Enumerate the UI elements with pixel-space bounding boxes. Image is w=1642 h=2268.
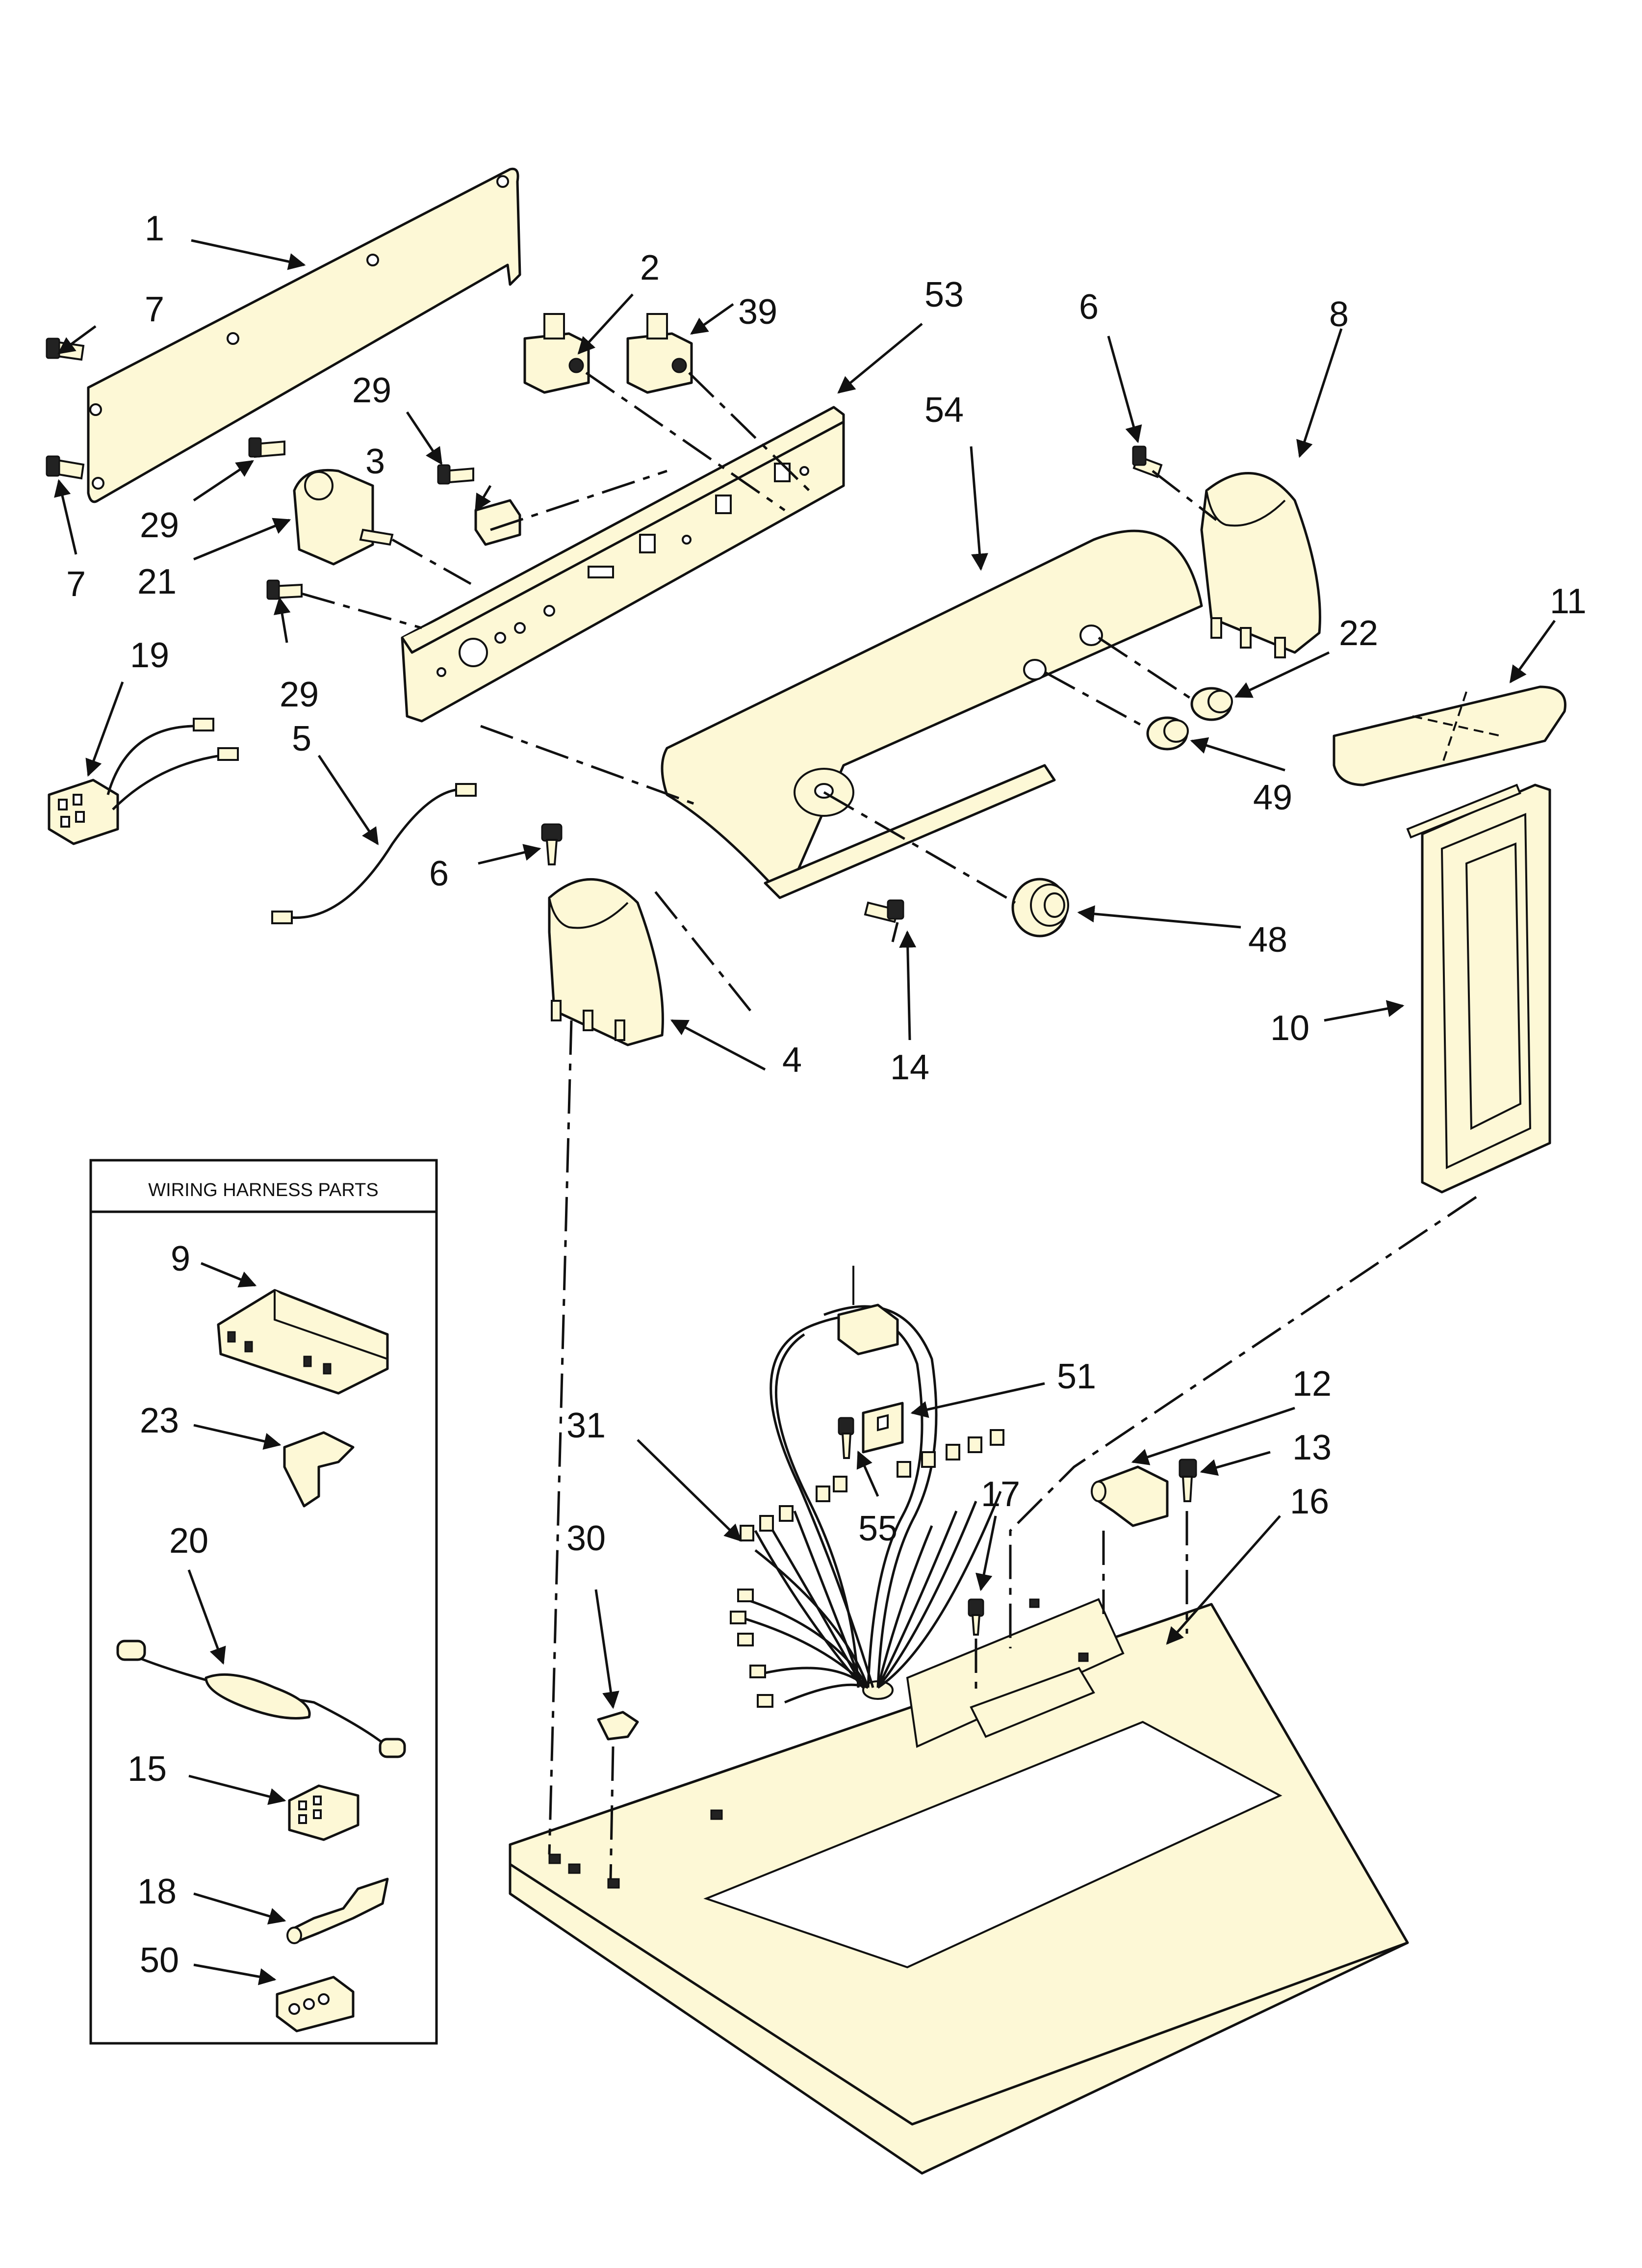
main-harness-part-31 [730, 1266, 1004, 1708]
callout-16: 16 [1290, 1482, 1329, 1521]
screw-part-6-right [1132, 445, 1163, 478]
callout-14: 14 [890, 1048, 929, 1087]
callout-53: 53 [924, 275, 964, 314]
lint-housing-part-10 [1406, 783, 1551, 1194]
clip-part-30 [597, 1711, 639, 1741]
fuse-wire-part-20 [116, 1640, 406, 1758]
callout-29-b: 29 [140, 506, 179, 545]
callout-12: 12 [1292, 1364, 1332, 1404]
lint-cover-part-11 [1333, 685, 1566, 786]
callout-labels: 1 2 39 53 6 8 7 29 54 3 29 7 21 11 19 22… [66, 209, 1587, 1558]
callout-3: 3 [365, 442, 385, 481]
screw-part-29-b [437, 464, 474, 485]
screw-part-13 [1179, 1459, 1197, 1502]
callout-4: 4 [782, 1041, 802, 1080]
callout-22: 22 [1339, 614, 1378, 653]
plug-part-50 [276, 1976, 355, 2033]
end-cap-part-8 [1200, 471, 1321, 658]
callout-23: 23 [140, 1401, 179, 1440]
screw-part-14 [864, 899, 904, 923]
callout-6-right: 6 [1079, 287, 1099, 327]
callout-1: 1 [145, 209, 164, 248]
end-cap-part-4 [548, 878, 664, 1046]
screw-part-55 [838, 1417, 854, 1459]
callout-9: 9 [171, 1239, 190, 1278]
callout-2: 2 [640, 248, 660, 287]
callout-48: 48 [1248, 920, 1287, 960]
callout-11: 11 [1550, 582, 1587, 621]
callout-leaders [54, 239, 1556, 1709]
callout-49: 49 [1253, 778, 1292, 817]
terminal-part-18 [286, 1877, 389, 1944]
callout-6-left: 6 [429, 854, 449, 893]
callout-21: 21 [137, 562, 177, 601]
callout-29-c: 29 [280, 675, 319, 714]
wire-part-5 [271, 783, 477, 924]
rear-panel-part-1 [87, 167, 521, 503]
screw-part-17 [968, 1598, 984, 1636]
callout-50: 50 [140, 1941, 179, 1980]
screw-part-29-a [248, 437, 285, 458]
knob-part-22 [1190, 687, 1233, 721]
terminal-block-part-15 [288, 1784, 359, 1841]
wiring-harness-inset: WIRING HARNESS PARTS 9 23 20 [89, 1159, 438, 2045]
callout-18: 18 [137, 1872, 177, 1911]
callout-5: 5 [292, 719, 311, 758]
callout-30: 30 [566, 1519, 606, 1558]
switch-part-2 [523, 313, 590, 394]
callout-15: 15 [128, 1749, 167, 1789]
clip-part-12 [1091, 1465, 1169, 1527]
timer-part-21 [293, 469, 394, 566]
callout-17: 17 [981, 1475, 1020, 1514]
connector-block-part-9 [217, 1289, 389, 1395]
callout-8: 8 [1329, 295, 1349, 334]
callout-13: 13 [1292, 1428, 1332, 1467]
screw-part-7-lower [46, 455, 85, 480]
callout-51: 51 [1057, 1357, 1096, 1396]
console-part-54 [661, 529, 1203, 899]
knob-part-49 [1146, 716, 1189, 751]
assembly-lines [301, 371, 1477, 1879]
knob-part-48 [1011, 878, 1069, 938]
callout-54: 54 [924, 391, 964, 430]
callout-20: 20 [169, 1521, 208, 1561]
bracket-part-51 [862, 1402, 904, 1454]
inset-title: WIRING HARNESS PARTS [148, 1180, 378, 1200]
control-bracket-part-53 [401, 406, 845, 723]
callout-39: 39 [738, 292, 777, 332]
screw-part-29-c [266, 579, 303, 600]
callout-7-lower: 7 [66, 565, 86, 604]
callout-7-upper: 7 [145, 290, 164, 329]
callout-19: 19 [130, 636, 169, 675]
harness-part-19 [48, 718, 239, 845]
callout-10: 10 [1270, 1009, 1309, 1048]
callout-55: 55 [858, 1509, 898, 1548]
clip-part-23 [283, 1431, 355, 1508]
switch-part-39 [626, 313, 693, 394]
callout-31: 31 [566, 1406, 606, 1445]
top-part-16 [509, 1598, 1409, 2175]
callout-29-a: 29 [352, 371, 391, 410]
screw-part-6-left [541, 823, 563, 865]
